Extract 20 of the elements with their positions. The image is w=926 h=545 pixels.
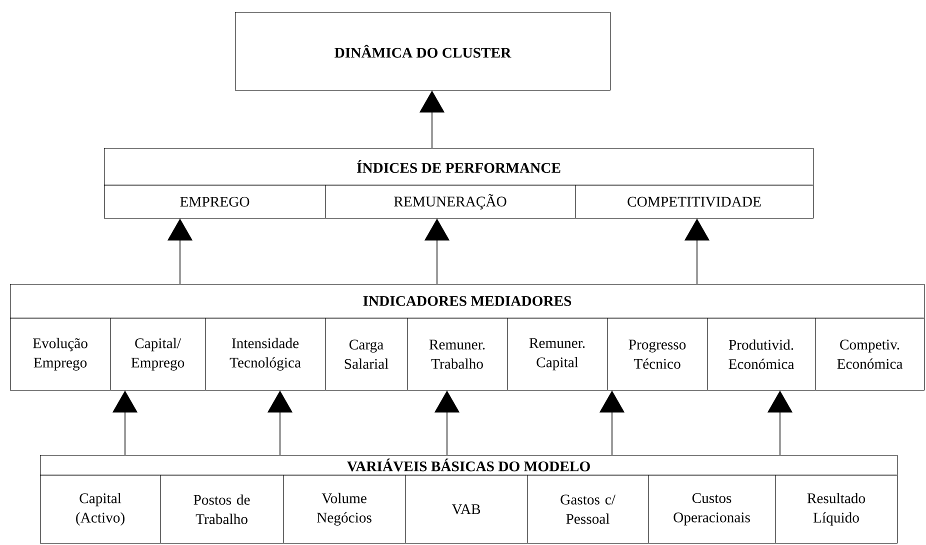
table-cell: Evolução Emprego	[10, 318, 111, 391]
table-cell: Custos Operacionais	[648, 475, 776, 544]
table-cell: Capital/ Emprego	[110, 318, 206, 391]
table-cell: Volume Negócios	[283, 475, 406, 544]
table-cell: COMPETITIVIDADE	[575, 185, 814, 219]
table-cell: Competiv. Económica	[815, 318, 925, 391]
title-box: DINÂMICA DO CLUSTER	[235, 12, 611, 91]
table-cell: Produtivid. Económica	[707, 318, 816, 391]
table-cell: EMPREGO	[104, 185, 326, 219]
table-cell: VAB	[405, 475, 528, 544]
table-cell: REMUNERAÇÃO	[325, 185, 576, 219]
table-cell: Resultado Líquido	[775, 475, 898, 544]
table-cell: Postos de Trabalho	[160, 475, 284, 544]
table-cell: Gastos c/ Pessoal	[527, 475, 649, 544]
table-cell: Remuner. Trabalho	[407, 318, 508, 391]
table-cell: Intensidade Tecnológica	[205, 318, 326, 391]
table-cell: Progresso Técnico	[607, 318, 708, 391]
table-cell: Capital (Activo)	[40, 475, 161, 544]
table-cell: Remuner. Capital	[507, 318, 608, 391]
table-cell: Carga Salarial	[325, 318, 408, 391]
